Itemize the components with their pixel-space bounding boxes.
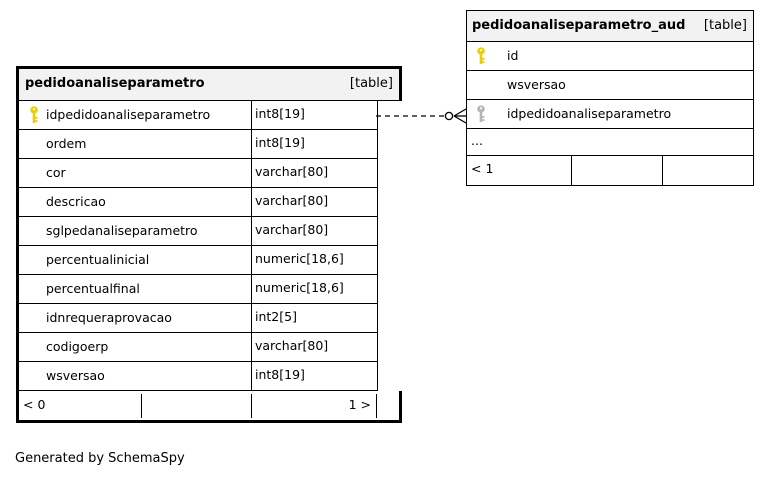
children-count-cell[interactable]: [663, 156, 753, 185]
column-name: id: [507, 48, 519, 63]
column-name: descricao: [46, 194, 106, 209]
column-divider: [251, 159, 252, 187]
optional-circle-icon: [444, 111, 454, 121]
generated-by-label: Generated by SchemaSpy: [15, 451, 185, 466]
column-type: int2[5]: [255, 309, 297, 324]
column-type: int8[19]: [255, 367, 305, 382]
parents-count-cell[interactable]: < 0: [19, 394, 142, 418]
table-footer: < 1: [467, 156, 753, 185]
relationship-column: [377, 101, 402, 391]
table-name[interactable]: pedidoanaliseparametro: [25, 76, 205, 91]
column-type: varchar[80]: [255, 164, 329, 179]
column-type: numeric[18,6]: [255, 280, 344, 295]
column-divider: [251, 130, 252, 158]
children-count: 1 >: [348, 397, 371, 412]
column-divider: [251, 101, 252, 129]
column-row[interactable]: idpedidoanaliseparametro int8[19]: [19, 101, 377, 130]
table-pedidoanaliseparametro[interactable]: pedidoanaliseparametro [table] idpedidoa…: [16, 66, 402, 423]
footer-spacer-cell: [142, 394, 252, 418]
foreign-key-icon: [477, 105, 485, 122]
more-columns-ellipsis: ...: [471, 133, 483, 148]
column-name: sglpedanaliseparametro: [46, 223, 198, 238]
column-row[interactable]: wsversao int8[19]: [19, 362, 377, 391]
column-name: codigoerp: [46, 339, 109, 354]
column-name: cor: [46, 165, 66, 180]
parents-count: < 1: [471, 161, 494, 176]
column-divider: [251, 304, 252, 332]
column-type: int8[19]: [255, 106, 305, 121]
column-row[interactable]: idnrequeraprovacao int2[5]: [19, 304, 377, 333]
column-name: wsversao: [46, 368, 105, 383]
column-divider: [251, 362, 252, 390]
column-row[interactable]: codigoerp varchar[80]: [19, 333, 377, 362]
primary-key-icon: [477, 47, 485, 64]
table-pedidoanaliseparametro-aud[interactable]: pedidoanaliseparametro_aud [table] id ws…: [466, 10, 754, 186]
primary-key-icon: [30, 106, 38, 123]
column-name: ordem: [46, 136, 87, 151]
column-row[interactable]: percentualinicial numeric[18,6]: [19, 246, 377, 275]
column-row[interactable]: percentualfinal numeric[18,6]: [19, 275, 377, 304]
column-row[interactable]: cor varchar[80]: [19, 159, 377, 188]
column-divider: [251, 333, 252, 361]
column-divider: [251, 188, 252, 216]
column-row[interactable]: idpedidoanaliseparametro: [467, 100, 753, 129]
parents-count: < 0: [23, 397, 46, 412]
children-count-cell[interactable]: 1 >: [252, 394, 377, 418]
table-kind: [table]: [349, 76, 393, 91]
table-header: pedidoanaliseparametro [table]: [19, 69, 399, 101]
column-name: idpedidoanaliseparametro: [507, 106, 672, 121]
column-divider: [251, 246, 252, 274]
column-type: varchar[80]: [255, 193, 329, 208]
column-name: wsversao: [507, 77, 566, 92]
column-row[interactable]: wsversao: [467, 71, 753, 100]
column-name: percentualinicial: [46, 252, 150, 267]
column-divider: [251, 275, 252, 303]
column-type: numeric[18,6]: [255, 251, 344, 266]
crowfoot-icon: [453, 115, 467, 124]
parents-count-cell[interactable]: < 1: [467, 156, 572, 185]
column-row[interactable]: id: [467, 42, 753, 71]
table-footer: < 0 1 >: [19, 394, 377, 418]
column-type: int8[19]: [255, 135, 305, 150]
more-columns-row[interactable]: ...: [467, 129, 753, 156]
column-type: varchar[80]: [255, 338, 329, 353]
column-row[interactable]: ordem int8[19]: [19, 130, 377, 159]
column-type: varchar[80]: [255, 222, 329, 237]
column-row[interactable]: descricao varchar[80]: [19, 188, 377, 217]
crowfoot-icon: [453, 108, 467, 117]
column-divider: [251, 217, 252, 245]
table-kind: [table]: [703, 18, 747, 33]
column-row[interactable]: sglpedanaliseparametro varchar[80]: [19, 217, 377, 246]
table-header: pedidoanaliseparametro_aud [table]: [467, 11, 753, 42]
column-name: idnrequeraprovacao: [46, 310, 172, 325]
footer-spacer-cell: [572, 156, 663, 185]
table-name[interactable]: pedidoanaliseparametro_aud: [472, 18, 686, 33]
column-name: percentualfinal: [46, 281, 140, 296]
column-name: idpedidoanaliseparametro: [46, 107, 211, 122]
